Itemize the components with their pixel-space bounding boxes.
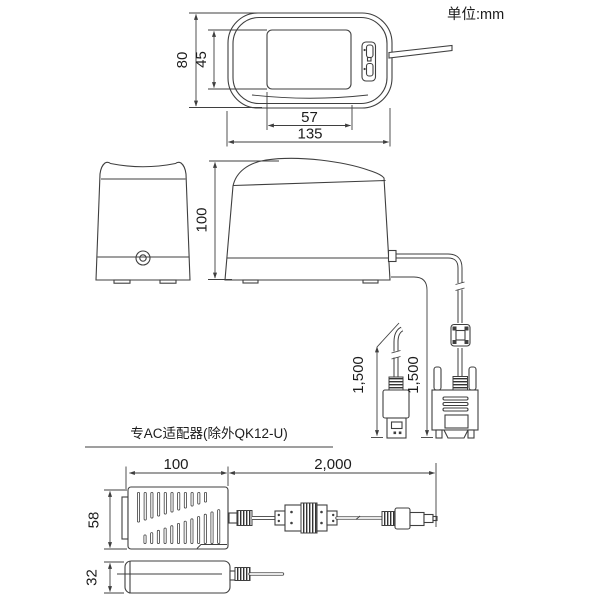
dim-label-2000: 2,000	[314, 456, 352, 473]
body-seam-arc	[251, 94, 369, 99]
adapter-cord	[228, 502, 438, 534]
adapter-side-view	[117, 560, 285, 594]
usb-cable	[382, 326, 410, 439]
side-view	[224, 157, 391, 284]
unit-label: 单位:mm	[447, 6, 504, 23]
dimension-adapter-thickness: 32	[84, 561, 124, 594]
foot	[242, 279, 259, 284]
dim-label-serial-1500: 1,500	[405, 356, 422, 394]
device-body-inner	[232, 16, 388, 105]
dim-label-100: 100	[194, 207, 211, 232]
scan-window	[266, 29, 352, 90]
cord-stub	[229, 570, 236, 581]
dim-label-32: 32	[84, 569, 101, 586]
dim-label-135: 135	[297, 126, 322, 143]
dimension-interface-cable: 1,500	[391, 276, 433, 438]
foot	[113, 279, 131, 284]
dimension-adapter-width: 100	[125, 456, 229, 489]
dimension-top-height: 80	[174, 12, 262, 108]
cord-break-mark	[355, 515, 361, 520]
ac-adapter-label: 专AC适配器(除外QK12-U)	[130, 426, 288, 441]
adapter-flange	[121, 496, 129, 540]
foot	[362, 279, 379, 284]
usb-a-connector-icon	[382, 376, 410, 439]
foot	[159, 279, 177, 284]
top-view	[227, 12, 453, 109]
rear-view	[95, 161, 191, 284]
thumb-screw	[468, 366, 477, 391]
strain-relief	[236, 510, 253, 526]
adapter-top-view	[121, 486, 229, 550]
dimension-window-width: 57	[266, 92, 353, 130]
ferrite-bead-icon	[450, 323, 471, 347]
dimension-device-height: 100	[194, 160, 279, 280]
dimension-window-height: 45	[193, 29, 267, 90]
dimension-adapter-height: 58	[86, 489, 127, 550]
thumb-screw	[433, 366, 442, 391]
dim-label-57: 57	[301, 109, 318, 126]
dim-label-45: 45	[193, 51, 210, 68]
cable-break-mark	[391, 350, 401, 354]
dim-label-usb-1500: 1,500	[350, 356, 367, 394]
cable-boot	[387, 249, 397, 263]
vent-slots	[137, 492, 221, 544]
rear-body	[95, 161, 191, 281]
side-body	[224, 157, 391, 281]
dim-label-adapter-100: 100	[163, 456, 188, 473]
interface-cable	[387, 249, 479, 439]
dimension-cord-length: 2,000	[228, 456, 437, 527]
ac-adapter-section: 专AC适配器(除外QK12-U)	[84, 426, 438, 594]
inline-connector-icon	[274, 502, 338, 534]
dimension-top-width: 135	[226, 108, 391, 147]
label-recess	[196, 544, 227, 549]
dimension-usb-cable: 1,500	[350, 322, 400, 438]
cord-stub	[228, 512, 238, 524]
adapter-side-body	[124, 560, 231, 594]
d-sub-connector-icon	[431, 366, 479, 439]
strain-relief	[234, 567, 251, 581]
dim-label-80: 80	[174, 52, 191, 69]
rear-circle-detail	[135, 250, 151, 266]
cable-stub-top-view	[388, 44, 453, 59]
indicator-panel	[361, 41, 377, 82]
dim-label-58: 58	[86, 512, 103, 529]
dc-plug-icon	[381, 507, 438, 530]
d-shell	[443, 429, 469, 439]
cable-break-mark	[455, 281, 465, 285]
